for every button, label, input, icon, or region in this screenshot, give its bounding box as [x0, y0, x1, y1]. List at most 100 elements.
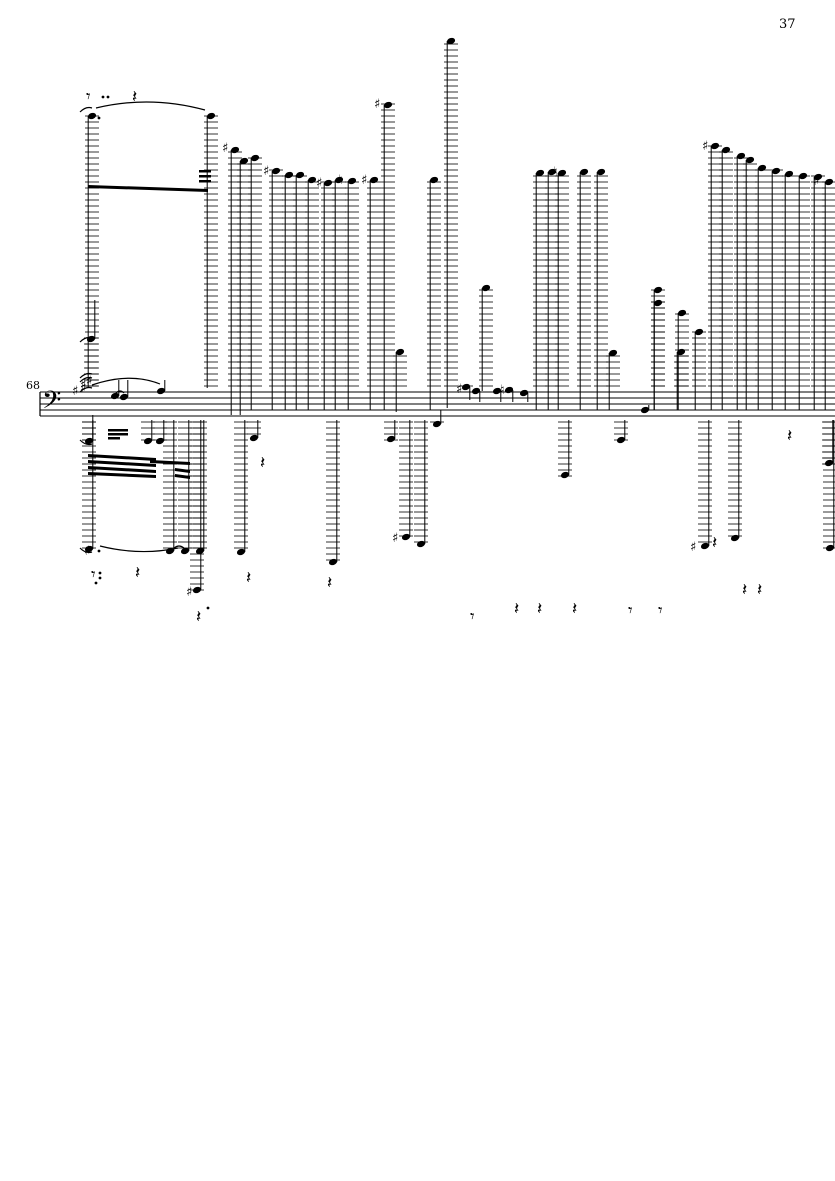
slurs — [79, 101, 206, 554]
sharp-icon: ♯ — [80, 378, 86, 393]
note-head — [757, 164, 767, 172]
quarter-rest-icon: 𝄽 — [537, 599, 542, 619]
note-head — [347, 177, 357, 185]
sharp-icon: ♯ — [374, 97, 380, 112]
quarter-rest-icon: 𝄽 — [260, 453, 265, 473]
note-head — [653, 286, 663, 294]
beam — [88, 454, 156, 461]
note-head — [323, 179, 333, 187]
eighth-rest-icon: 𝄾 — [86, 87, 91, 107]
ledger-lines — [82, 43, 835, 591]
tremolo-stroke — [108, 429, 120, 432]
note-head — [195, 547, 205, 555]
note-head — [736, 152, 746, 160]
note-head — [596, 168, 606, 176]
beam — [88, 185, 208, 192]
quarter-rest-icon: 𝄽 — [132, 87, 137, 107]
quarter-rest-icon: 𝄽 — [135, 563, 140, 583]
quarter-rest-icon: 𝄽 — [327, 573, 332, 593]
note-head — [446, 37, 456, 45]
note-head — [249, 434, 259, 442]
sharp-icon: ♯ — [84, 544, 90, 559]
sharp-icon: ♯ — [80, 381, 86, 396]
note-head — [180, 547, 190, 555]
natural-icon: ♮ — [553, 165, 558, 180]
augmentation-dot — [97, 549, 101, 553]
augmentation-dot — [106, 95, 110, 99]
slur-icon — [79, 106, 93, 113]
note-head — [328, 558, 338, 566]
quarter-rest-icon: 𝄽 — [712, 533, 717, 553]
tremolo-stroke — [116, 433, 128, 436]
augmentation-dot — [101, 95, 105, 99]
note-head — [825, 544, 835, 552]
tremolo-stroke — [108, 433, 120, 436]
measure-number: 68 — [26, 379, 40, 392]
sharp-icon: ♯ — [72, 384, 78, 399]
sharp-icon: ♯ — [316, 176, 322, 191]
augmentation-dot — [97, 116, 101, 120]
note-head — [481, 284, 491, 292]
note-head — [416, 540, 426, 548]
note-head — [560, 471, 570, 479]
note-head — [192, 586, 202, 594]
note-head — [721, 146, 731, 154]
slur-icon — [99, 545, 179, 553]
note-head — [395, 348, 405, 356]
note-head — [84, 437, 94, 445]
note-head — [710, 142, 720, 150]
note-head — [824, 178, 834, 186]
note-head — [579, 168, 589, 176]
slur-icon — [91, 377, 161, 386]
note-head — [519, 389, 529, 397]
note-head — [557, 169, 567, 177]
note-head — [230, 146, 240, 154]
note-head — [700, 542, 710, 550]
note-head — [295, 171, 305, 179]
quarter-rest-icon: 𝄽 — [572, 599, 577, 619]
note-head — [798, 172, 808, 180]
beam — [175, 474, 190, 479]
tremolo-stroke — [116, 429, 128, 432]
sharp-icon: ♯ — [222, 141, 228, 156]
note-head — [386, 435, 396, 443]
note-head — [784, 170, 794, 178]
augmentation-dot — [94, 581, 98, 585]
tremolo-stroke — [108, 437, 120, 440]
note-head — [547, 168, 557, 176]
note-head — [84, 545, 94, 553]
sharp-icon: ♯ — [86, 374, 92, 389]
note-head — [119, 393, 129, 401]
accidentals-and-rests: 𝄢♯♯♯♯♯♮♯♯♯♮♮♯♯♯♯♯♯♯♯𝄽𝄾𝄽𝄽𝄽𝄽𝄽𝄽𝄽𝄽𝄽𝄽𝄽𝄽𝄾𝄾𝄾𝄾 — [42, 87, 819, 627]
note-head — [206, 112, 216, 120]
eighth-rest-icon: 𝄾 — [470, 607, 475, 627]
beam — [150, 460, 190, 465]
note-head — [771, 167, 781, 175]
note-head — [250, 154, 260, 162]
quarter-rest-icon: 𝄽 — [196, 607, 201, 627]
tremolo-stroke — [199, 175, 211, 178]
note-head — [110, 392, 120, 400]
slur-icon — [173, 545, 185, 549]
note-head — [471, 387, 481, 395]
note-head — [504, 386, 514, 394]
slur-icon — [79, 386, 93, 393]
note-head — [284, 171, 294, 179]
augmentation-dot — [98, 576, 102, 580]
note-head — [653, 299, 663, 307]
sharp-icon: ♯ — [702, 139, 708, 154]
augmentation-dot — [98, 571, 102, 575]
quarter-rest-icon: 𝄽 — [757, 580, 762, 600]
note-head — [236, 548, 246, 556]
note-head — [155, 437, 165, 445]
note-head — [730, 534, 740, 542]
note-head — [429, 176, 439, 184]
slur-icon — [79, 376, 93, 383]
sharp-icon: ♯ — [186, 585, 192, 600]
sharp-icon: ♯ — [361, 173, 367, 188]
tremolo-stroke — [199, 170, 211, 173]
natural-icon: ♮ — [500, 383, 505, 398]
quarter-rest-icon: 𝄽 — [514, 599, 519, 619]
note-head — [745, 156, 755, 164]
